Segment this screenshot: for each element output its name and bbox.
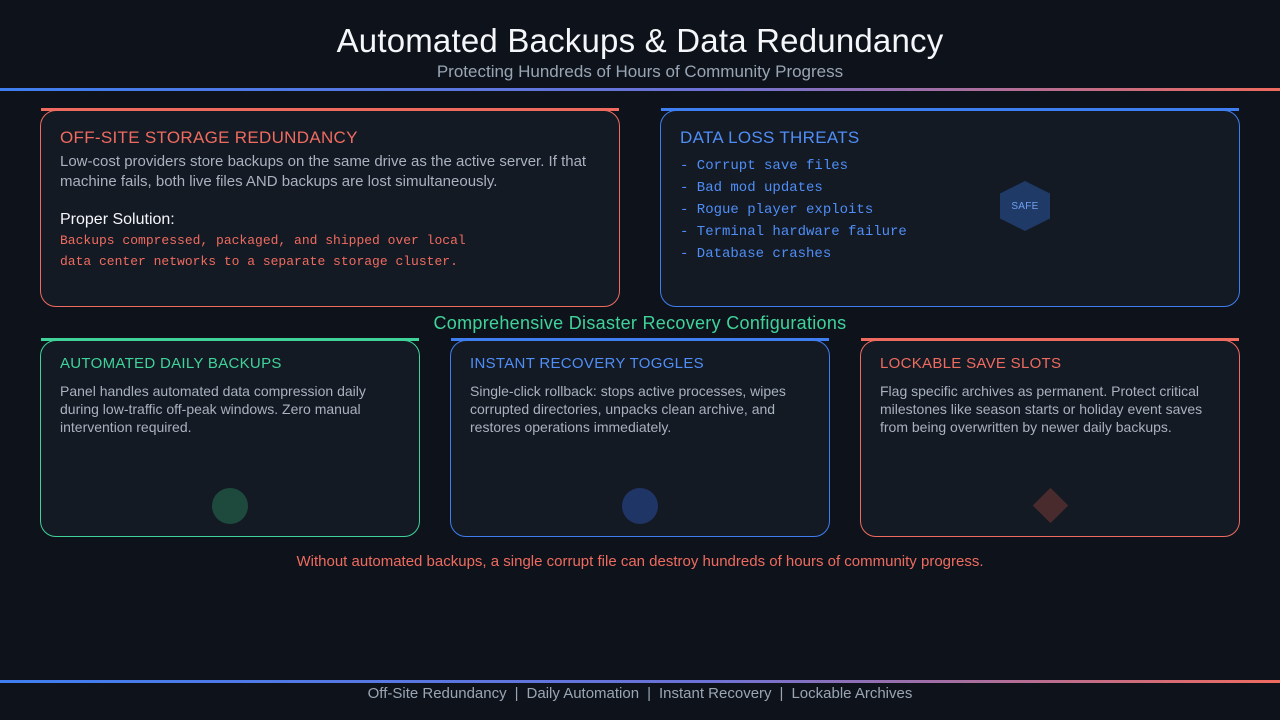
solution-label: Proper Solution: — [60, 211, 175, 228]
solution-line-2: data center networks to a separate stora… — [60, 254, 458, 269]
offsite-card-title: OFF-SITE STORAGE REDUNDANCY — [60, 128, 358, 147]
footer-item: Daily Automation — [526, 685, 640, 702]
card-accent-bar — [451, 338, 829, 341]
card-accent-bar — [661, 108, 1239, 111]
data-loss-threats-card: DATA LOSS THREATS - Corrupt save files -… — [660, 108, 1240, 307]
list-item: - Database crashes — [680, 246, 832, 262]
card-accent-bar — [861, 338, 1239, 341]
hexagon-shield-icon: SAFE — [1000, 181, 1050, 231]
list-item: - Terminal hardware failure — [680, 224, 907, 240]
footer: Off-Site Redundancy | Daily Automation | Ins… — [0, 685, 1280, 702]
feature-text: Panel handles automated data compression… — [60, 383, 366, 435]
footer-item: Off-Site Redundancy — [367, 685, 507, 702]
header-divider — [0, 88, 1280, 91]
feature-card-daily-backups: AUTOMATED DAILY BACKUPS Panel handles au… — [40, 338, 420, 537]
card-accent-bar — [41, 338, 419, 341]
feature-card-instant-recovery: INSTANT RECOVERY TOGGLES Single-click ro… — [450, 338, 830, 537]
solution-text: Backups compressed, packaged, and shippe… — [60, 230, 466, 272]
offsite-storage-card: OFF-SITE STORAGE REDUNDANCY Low-cost pro… — [40, 108, 620, 307]
safe-badge-label: SAFE — [1011, 200, 1039, 212]
footer-separator: | — [647, 685, 651, 702]
feature-title: INSTANT RECOVERY TOGGLES — [470, 355, 704, 372]
offsite-card-text: Low-cost providers store backups on the … — [60, 153, 587, 190]
feature-title: LOCKABLE SAVE SLOTS — [880, 355, 1062, 372]
footer-separator: | — [779, 685, 784, 702]
feature-title: AUTOMATED DAILY BACKUPS — [60, 355, 282, 372]
diamond-icon — [1032, 487, 1069, 524]
section-title: Comprehensive Disaster Recovery Configur… — [433, 313, 847, 333]
list-item: - Corrupt save files — [680, 158, 849, 174]
threat-list: - Corrupt save files - Bad mod updates -… — [680, 155, 907, 265]
warning-message: Without automated backups, a single corr… — [296, 553, 984, 570]
footer-item: Instant Recovery — [658, 685, 772, 702]
circle-icon — [622, 488, 658, 524]
circle-icon — [212, 488, 248, 524]
card-accent-bar — [41, 108, 619, 111]
solution-line-1: Backups compressed, packaged, and shippe… — [60, 233, 466, 248]
feature-card-lockable-slots: LOCKABLE SAVE SLOTS Flag specific archiv… — [860, 338, 1240, 537]
footer-divider — [0, 680, 1280, 683]
threats-card-title: DATA LOSS THREATS — [680, 128, 860, 147]
list-item: - Bad mod updates — [680, 180, 823, 196]
page-subtitle: Protecting Hundreds of Hours of Communit… — [436, 62, 844, 81]
list-item: - Rogue player exploits — [680, 202, 874, 218]
footer-item: Lockable Archives — [791, 685, 913, 702]
slide-header: Automated Backups & Data Redundancy Prot… — [0, 0, 1280, 92]
footer-separator: | — [514, 685, 519, 702]
feature-text: Flag specific archives as permanent. Pro… — [880, 383, 1203, 435]
page-title: Automated Backups & Data Redundancy — [336, 22, 944, 59]
feature-text: Single-click rollback: stops active proc… — [470, 383, 786, 435]
